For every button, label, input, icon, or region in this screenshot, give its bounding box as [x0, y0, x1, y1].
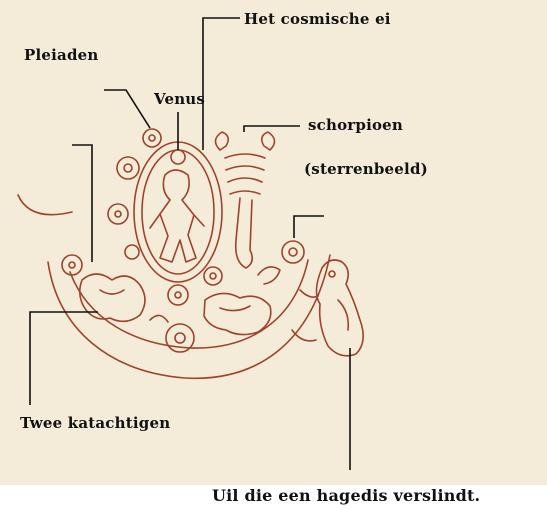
label-pleiades: Pleiaden — [24, 46, 98, 64]
label-venus: Venus — [154, 90, 205, 108]
parchment-background — [0, 0, 547, 485]
label-two-cats: Twee katachtigen — [20, 414, 170, 432]
label-cosmic-egg: Het cosmische ei — [244, 10, 391, 28]
label-constellation: (sterrenbeeld) — [304, 160, 428, 178]
label-owl: Uil die een hagedis verslindt. — [212, 486, 480, 505]
label-scorpion: schorpioen — [308, 116, 403, 134]
